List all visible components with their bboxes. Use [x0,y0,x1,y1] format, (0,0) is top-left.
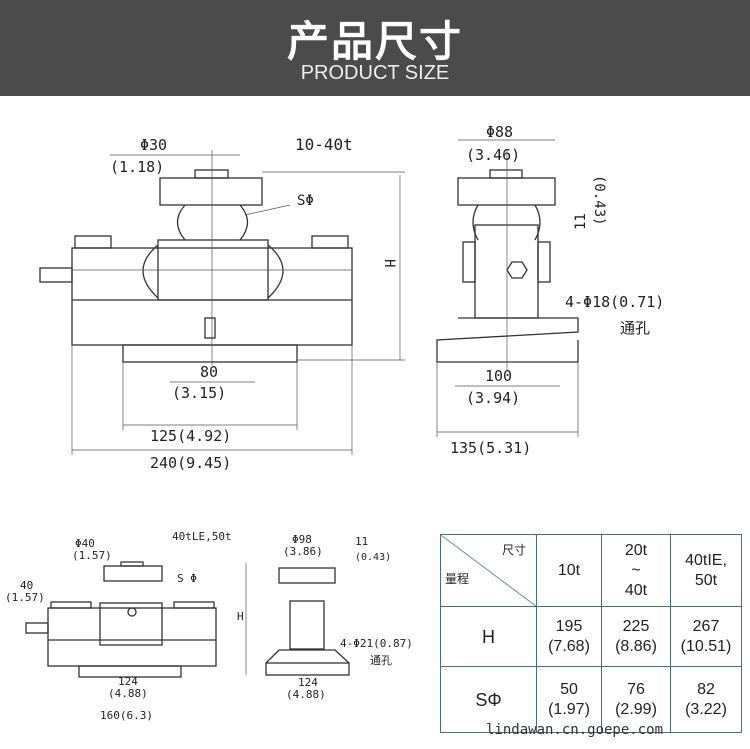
corner-top-label: 尺寸 [501,543,526,557]
side-view-large: Φ88 (3.46) 11 (0.43) 4-Φ18(0.71) 通孔 100 … [436,123,664,457]
capacity-label: 10-40t [295,135,353,154]
ball-label: SΦ [297,193,314,209]
ball-small-label: S Φ [177,572,197,585]
height-small-label: H [237,610,244,623]
w124-label: 124 [118,675,138,688]
height-label: H [381,259,397,267]
w80-inch-label: (3.15) [172,384,226,402]
table-cell: 267 (10.51) [670,606,742,667]
w40-label: 40 [20,579,33,592]
front-view-small: Φ40 (1.57) 40tLE,50t 40 (1.57) S Φ H 124… [5,530,247,722]
column-header: 40tIE, 50t [670,534,742,607]
capacity-small-label: 40tLE,50t [172,530,232,543]
table-cell: 82 (3.22) [670,666,742,733]
front-view-large: Φ30 (1.18) 10-40t SΦ H 80 (3.15) 125(4.9… [39,135,405,472]
hole-small-note: 通孔 [370,654,392,667]
w125-label: 125(4.92) [150,427,231,445]
phi40-inch-label: (1.57) [72,549,112,562]
h11-label: 11 [573,213,589,230]
w100-inch-label: (3.94) [466,389,520,407]
phi88-label: Φ88 [486,123,513,141]
table-cell: 76 (2.99) [601,666,671,733]
header-banner: 产品尺寸 PRODUCT SIZE [0,0,750,96]
hole-small-label: 4-Φ21(0.87) [340,637,413,650]
column-header: 20t ~ 40t [601,534,671,607]
row-label: SΦ [440,666,537,733]
w100-label: 100 [485,367,512,385]
row-label: H [440,606,537,667]
hole-label: 4-Φ18(0.71) [565,293,664,311]
hole-note: 通孔 [620,319,650,337]
w124b-label: 124 [298,676,318,689]
w80-label: 80 [200,363,218,381]
w124-inch-label: (4.88) [108,687,148,700]
w40-inch-label: (1.57) [5,591,45,604]
phi98-label: Φ98 [292,533,312,546]
side-view-small: Φ98 (3.86) 11 (0.43) 4-Φ21(0.87) 通孔 124 … [265,533,413,701]
page-title: 产品尺寸 [286,17,463,66]
phi30-label: Φ30 [140,136,167,154]
size-table: 尺寸 量程 10t 20t ~ 40t 40tIE, 50t H 195 (7.… [440,534,742,733]
h11-small-inch-label: (0.43) [355,552,391,563]
corner-bottom-label: 量程 [445,572,470,586]
w124b-inch-label: (4.88) [286,688,326,701]
h11-small-label: 11 [355,535,368,548]
w160-label: 160(6.3) [100,709,153,722]
corner-cell: 尺寸 量程 [440,534,537,607]
table-cell: 195 (7.68) [536,606,602,667]
phi40-label: Φ40 [75,537,95,550]
phi98-inch-label: (3.86) [283,545,323,558]
table-row: H 195 (7.68) 225 (8.86) 267 (10.51) [440,606,742,667]
w240-label: 240(9.45) [150,454,231,472]
phi30-inch-label: (1.18) [110,158,164,176]
table-row: SΦ 50 (1.97) 76 (2.99) 82 (3.22) [440,666,742,733]
table-cell: 225 (8.86) [601,606,671,667]
h11-inch-label: (0.43) [591,175,607,226]
column-header: 10t [536,534,602,607]
watermark: lindawan.cn.goepe.com [486,722,664,738]
phi88-inch-label: (3.46) [466,146,520,164]
w135-label: 135(5.31) [450,439,531,457]
page-subtitle: PRODUCT SIZE [300,62,450,84]
table-cell: 50 (1.97) [536,666,602,733]
